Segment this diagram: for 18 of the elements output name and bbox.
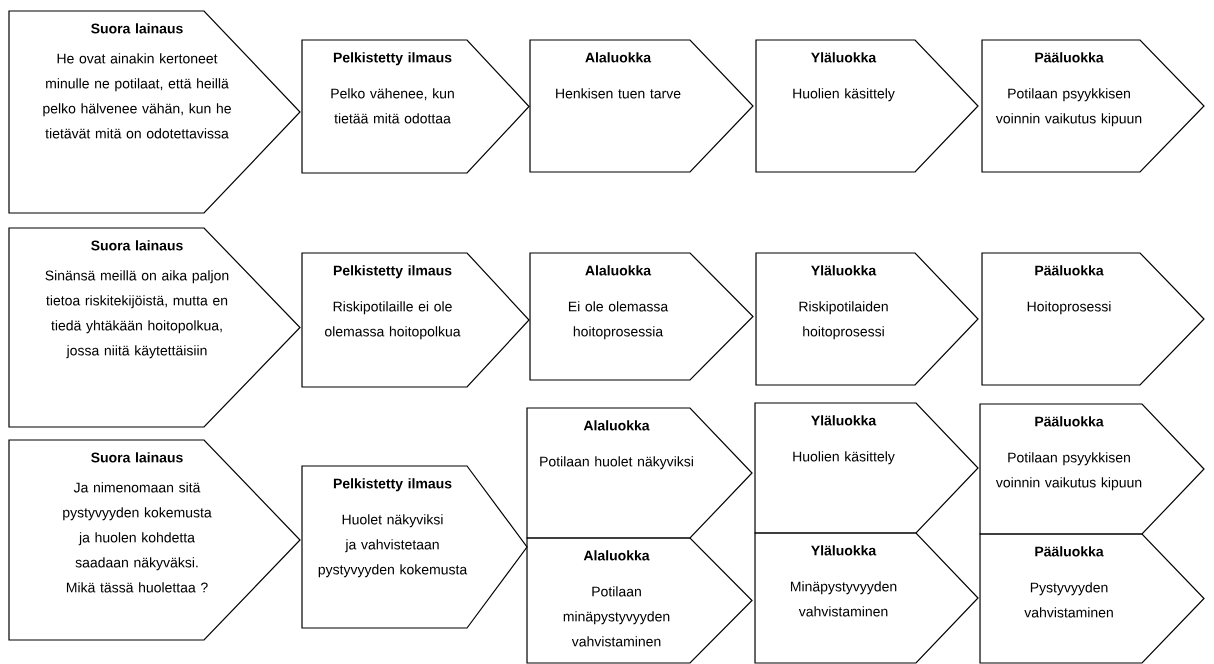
chevron-box: Alaluokka Ei ole olemassa hoitoprosessia — [529, 252, 754, 381]
chevron-box: Yläluokka Huolien käsittely — [755, 39, 979, 173]
chevron-box: Yläluokka Huolien käsittely — [754, 402, 979, 534]
chevron-box: Pelkistetty ilmaus Pelko vähenee, kun tietää mitä odottaa — [301, 39, 530, 174]
chevron-box: Alaluokka Henkisen tuen tarve — [529, 39, 754, 173]
chevron-box: Alaluokka Potilaan huolet näkyviksi — [526, 407, 753, 539]
chevron-box: Pelkistetty ilmaus Riskipotilaille ei ole olemassa hoitopolkua — [301, 252, 530, 388]
chevron-box: Pääluokka Potilaan psyykkisen voinnin vaikutus kipuun — [979, 403, 1205, 535]
chevron-box: Pääluokka Pystyvyyden vahvistaminen — [979, 533, 1205, 664]
chevron-box: Suora lainaus Ja nimenomaan sitä pystyvyyden kokemusta ja huolen kohdetta saadaan näkyväksi. Mikä tässä huolettaa ? — [8, 439, 301, 641]
chevron-box: Pelkistetty ilmaus Huolet näkyviksi ja vahvistetaan pystyvyyden kokemusta — [301, 465, 528, 629]
chevron-box: Suora lainaus Sinänsä meillä on aika paljon tietoa riskitekijöistä, mutta en tiedä yhtäkään hoitopolkua, jossa niitä käytettäisiin — [8, 227, 301, 428]
chevron-box: Yläluokka Minäpystyvyyden vahvistaminen — [754, 532, 979, 664]
chevron-box: Yläluokka Riskipotilaiden hoitoprosessi — [755, 252, 979, 386]
chevron-box: Alaluokka Potilaan minäpystyvyyden vahvistaminen — [526, 537, 753, 664]
chevron-box: Suora lainaus He ovat ainakin kertoneet minulle ne potilaat, että heillä pelko hälvenee vähän, kun he tietävät mitä on odotettavissa — [8, 10, 301, 214]
chevron-box: Pääluokka Hoitoprosessi — [981, 252, 1205, 386]
chevron-box: Pääluokka Potilaan psyykkisen voinnin vaikutus kipuun — [981, 39, 1205, 173]
